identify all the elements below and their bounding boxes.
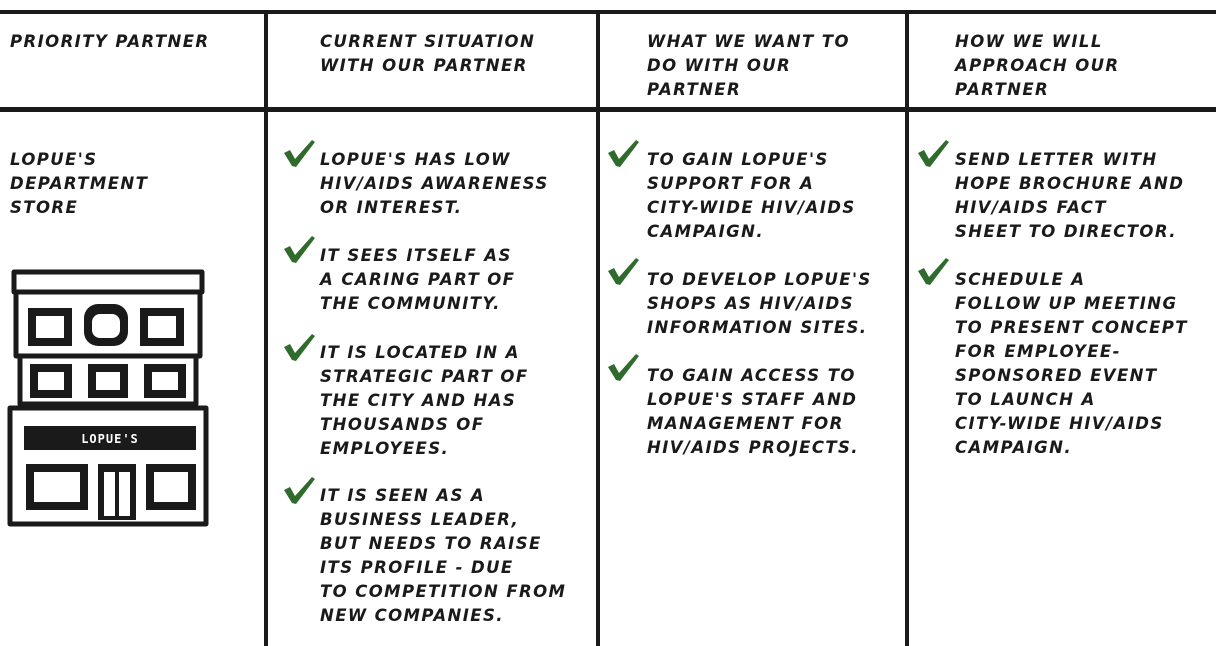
header-what-we-want: What we want to do with our partner [647, 32, 850, 99]
check-icon [282, 234, 316, 264]
column-divider-2 [596, 10, 600, 646]
table-top-rule [0, 10, 1216, 14]
check-icon [606, 256, 640, 286]
approach-item-2: Schedule a follow up meeting to present … [955, 270, 1188, 457]
approach-item-1: Send letter with Hope brochure and HIV/A… [955, 150, 1185, 241]
header-current-situation: Current situation with our partner [320, 32, 536, 75]
want-item-1: To gain Lopue's support for a city-wide … [647, 150, 856, 241]
department-store-building-icon: LOPUE'S [6, 268, 210, 532]
partner-name: Lopue's department store [10, 150, 149, 217]
column-divider-1 [264, 10, 268, 646]
header-divider-rule [0, 107, 1216, 112]
check-icon [282, 332, 316, 362]
check-icon [916, 256, 950, 286]
column-divider-3 [905, 10, 909, 646]
want-item-3: To gain access to Lopue's staff and mana… [647, 366, 859, 457]
current-item-3: It is located in a strategic part of the… [320, 343, 529, 458]
store-sign-text: LOPUE'S [81, 432, 139, 446]
check-icon [916, 138, 950, 168]
check-icon [606, 138, 640, 168]
header-priority-partner: Priority partner [10, 32, 210, 51]
current-item-2: It sees itself as a caring part of the c… [320, 246, 516, 313]
current-item-4: It is seen as a business leader, but nee… [320, 486, 567, 625]
check-icon [282, 475, 316, 505]
header-how-we-approach: How we will approach our partner [955, 32, 1120, 99]
current-item-1: Lopue's has low HIV/AIDS awareness or in… [320, 150, 549, 217]
check-icon [606, 352, 640, 382]
want-item-2: To develop Lopue's shops as HIV/AIDS inf… [647, 270, 872, 337]
check-icon [282, 138, 316, 168]
